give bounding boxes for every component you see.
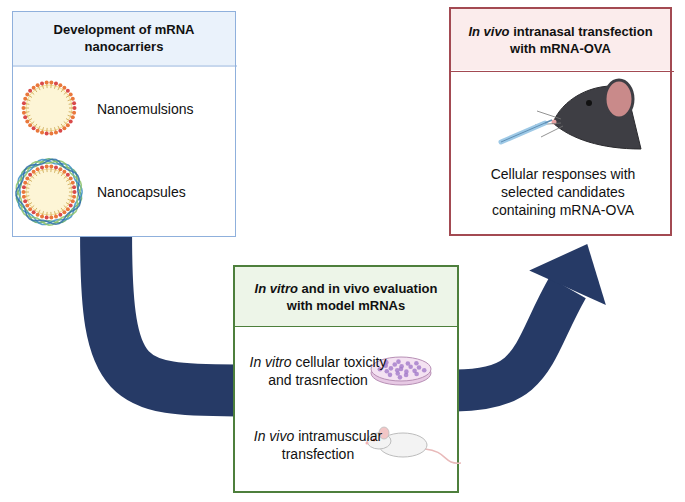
box-label: In vitro cellular toxicity and trasnfect… [243, 353, 393, 389]
text-slot: Cellular responses with selected candida… [473, 157, 653, 227]
text-slot: Development of mRNA nanocarriers [13, 12, 235, 65]
box-label: Nanocapsules [97, 183, 186, 201]
text-slot: In vitro and in vivo evaluation with mod… [235, 267, 457, 327]
box-label: Cellular responses with selected candida… [473, 165, 653, 219]
stage-box: In vitro and in vivo evaluation with mod… [233, 265, 459, 493]
flow-arrow [106, 235, 236, 390]
text-slot: In vitro cellular toxicity and trasnfect… [243, 339, 393, 403]
flow-arrow [456, 244, 606, 390]
box-heading: In vitro and in vivo evaluation with mod… [235, 280, 457, 314]
text-slot: In vivo intramuscular transfection [243, 413, 393, 477]
text-slot: In vivo intranasal transfection with mRN… [451, 9, 670, 70]
text-slot: Nanoemulsions [97, 87, 229, 131]
stage-box: In vivo intranasal transfection with mRN… [449, 7, 672, 236]
text-slot: Nanocapsules [97, 170, 229, 214]
box-label: In vivo intramuscular transfection [243, 427, 393, 463]
box-label: Nanoemulsions [97, 100, 194, 118]
box-heading: In vivo intranasal transfection with mRN… [451, 23, 670, 57]
box-heading: Development of mRNA nanocarriers [13, 21, 235, 55]
stage-box: Development of mRNA nanocarriersNanoemul… [12, 11, 236, 237]
